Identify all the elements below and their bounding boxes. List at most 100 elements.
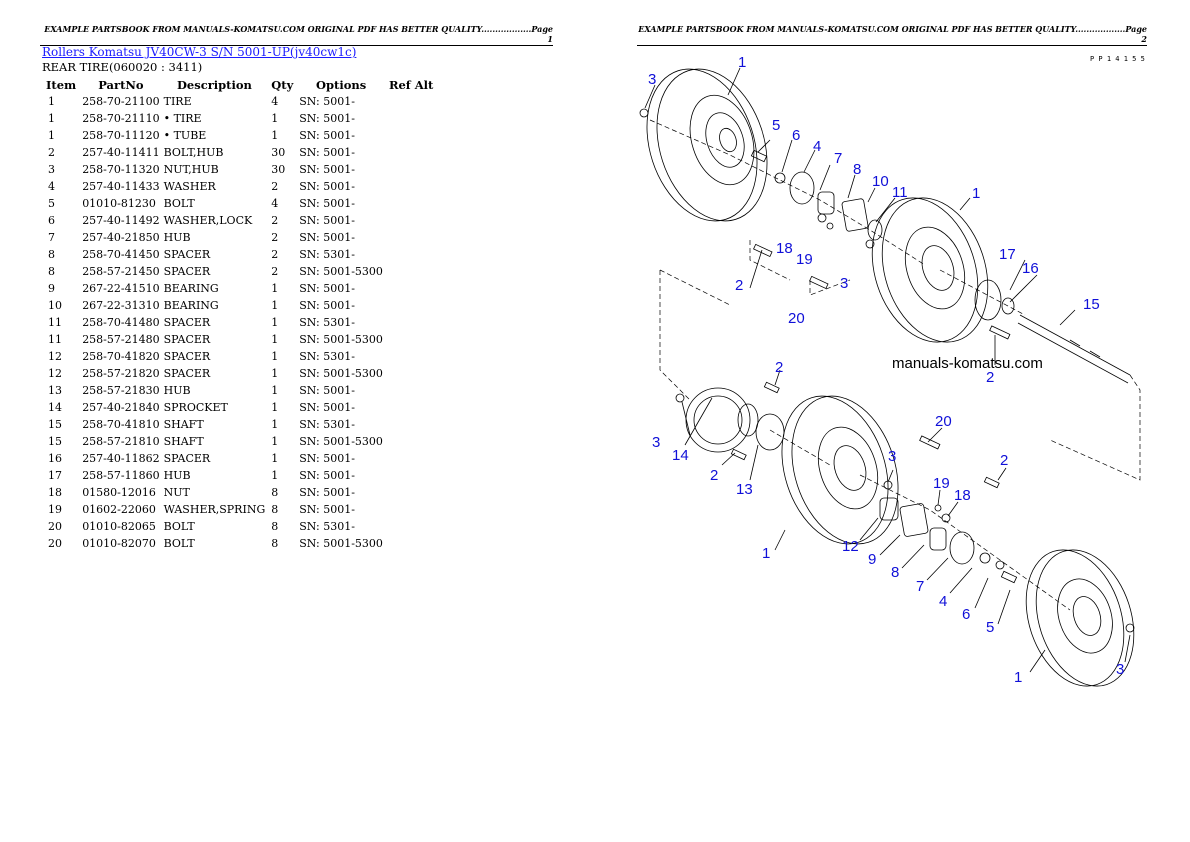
cell-item: 8 bbox=[48, 248, 55, 261]
callout-2: 1 bbox=[738, 54, 746, 71]
cell-ref-alt bbox=[385, 399, 437, 416]
cell-partno: 257-40-11862 bbox=[82, 452, 160, 465]
cell-qty: 2 bbox=[271, 248, 279, 261]
cell-options: SN: 5001-5300 bbox=[299, 537, 383, 550]
cell-ref-alt bbox=[385, 484, 437, 501]
cell-qty: 1 bbox=[271, 452, 279, 465]
cell-partno: 01580-12016 bbox=[82, 486, 156, 499]
cell-description: SPACER bbox=[163, 316, 211, 329]
cell-description: WASHER,LOCK bbox=[163, 214, 253, 227]
cell-partno: 267-22-41510 bbox=[82, 282, 160, 295]
cell-description: HUB bbox=[163, 469, 191, 482]
cell-partno: 258-70-21100 bbox=[82, 95, 160, 108]
col-ref-alt: Ref Alt bbox=[388, 77, 434, 92]
callout-22: 14 bbox=[672, 447, 689, 464]
cell-options: SN: 5001- bbox=[299, 384, 355, 397]
cell-options: SN: 5001-5300 bbox=[299, 435, 383, 448]
cell-options: SN: 5001- bbox=[299, 163, 355, 176]
cell-description: BOLT,HUB bbox=[163, 146, 224, 159]
cell-partno: 258-57-21830 bbox=[82, 384, 160, 397]
cell-item: 6 bbox=[48, 214, 55, 227]
callout-21: 3 bbox=[652, 434, 660, 451]
cell-options: SN: 5001- bbox=[299, 95, 355, 108]
cell-options: SN: 5001- bbox=[299, 401, 355, 414]
cell-partno: 258-57-21810 bbox=[82, 435, 160, 448]
cell-options: SN: 5001- bbox=[299, 146, 355, 159]
cell-options: SN: 5001- bbox=[299, 282, 355, 295]
cell-options: SN: 5001- bbox=[299, 129, 355, 142]
cell-item: 2 bbox=[48, 146, 55, 159]
cell-item: 18 bbox=[48, 486, 62, 499]
cell-qty: 2 bbox=[271, 231, 279, 244]
cell-description: HUB bbox=[163, 231, 191, 244]
cell-ref-alt bbox=[385, 144, 437, 161]
cell-qty: 1 bbox=[271, 435, 279, 448]
cell-item: 10 bbox=[48, 299, 62, 312]
cell-qty: 1 bbox=[271, 129, 279, 142]
cell-item: 9 bbox=[48, 282, 55, 295]
cell-description: HUB bbox=[163, 384, 191, 397]
cell-options: SN: 5001- bbox=[299, 231, 355, 244]
callout-5: 4 bbox=[813, 138, 821, 155]
parts-title-link[interactable]: Rollers Komatsu JV40CW-3 S/N 5001-UP(jv4… bbox=[42, 45, 357, 59]
cell-qty: 4 bbox=[271, 197, 279, 210]
cell-qty: 2 bbox=[271, 265, 279, 278]
cell-item: 1 bbox=[48, 112, 55, 125]
shaft bbox=[1017, 314, 1131, 384]
callout-11: 18 bbox=[776, 240, 793, 257]
cell-qty: 1 bbox=[271, 469, 279, 482]
callout-10: 1 bbox=[972, 185, 980, 202]
callout-19: 2 bbox=[986, 369, 994, 386]
callout-34: 7 bbox=[916, 578, 924, 595]
cell-item: 16 bbox=[48, 452, 62, 465]
cell-qty: 1 bbox=[271, 299, 279, 312]
table-header-row: Item PartNo Description Qty Options Ref … bbox=[42, 76, 437, 93]
callout-32: 9 bbox=[868, 551, 876, 568]
cell-ref-alt bbox=[385, 127, 437, 144]
cell-item: 7 bbox=[48, 231, 55, 244]
cell-qty: 8 bbox=[271, 503, 279, 516]
cell-options: SN: 5301- bbox=[299, 316, 355, 329]
cell-qty: 1 bbox=[271, 401, 279, 414]
callout-17: 16 bbox=[1022, 260, 1039, 277]
cell-ref-alt bbox=[385, 348, 437, 365]
cell-qty: 8 bbox=[271, 520, 279, 533]
cell-description: SPROCKET bbox=[163, 401, 228, 414]
page-header-1: EXAMPLE PARTSBOOK FROM MANUALS-KOMATSU.C… bbox=[40, 24, 553, 46]
cell-description: BOLT bbox=[163, 520, 195, 533]
cell-qty: 1 bbox=[271, 112, 279, 125]
cell-qty: 2 bbox=[271, 180, 279, 193]
cell-item: 5 bbox=[48, 197, 55, 210]
cell-ref-alt bbox=[385, 518, 437, 535]
col-description: Description bbox=[176, 77, 252, 92]
cell-ref-alt bbox=[385, 331, 437, 348]
cell-qty: 1 bbox=[271, 384, 279, 397]
cell-partno: 267-22-31310 bbox=[82, 299, 160, 312]
cell-description: • TIRE bbox=[163, 112, 202, 125]
cell-item: 1 bbox=[48, 129, 55, 142]
cell-partno: 258-57-21480 bbox=[82, 333, 160, 346]
callout-13: 2 bbox=[735, 277, 743, 294]
cell-ref-alt bbox=[385, 178, 437, 195]
cell-options: SN: 5001- bbox=[299, 486, 355, 499]
small-parts bbox=[639, 108, 1135, 633]
col-item: Item bbox=[46, 77, 77, 92]
cell-description: SPACER bbox=[163, 248, 211, 261]
cell-ref-alt bbox=[385, 263, 437, 280]
cell-options: SN: 5001- bbox=[299, 180, 355, 193]
cell-ref-alt bbox=[385, 433, 437, 450]
cell-ref-alt bbox=[385, 416, 437, 433]
cell-description: SPACER bbox=[163, 350, 211, 363]
cell-partno: 258-70-11320 bbox=[82, 163, 160, 176]
cell-qty: 30 bbox=[271, 163, 286, 176]
cell-description: TIRE bbox=[163, 95, 192, 108]
